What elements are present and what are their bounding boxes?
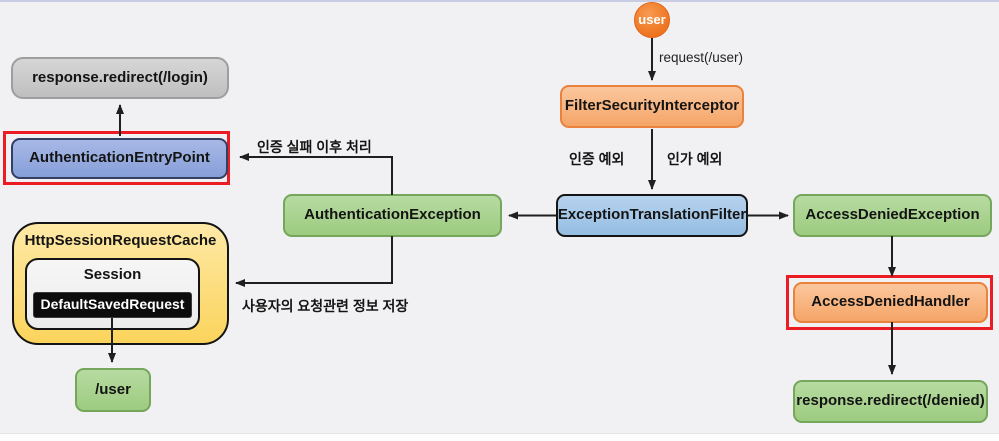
node-access-denied-handler: AccessDeniedHandler [793,282,988,323]
user-actor-circle: user [634,2,670,38]
node-access-denied-exception: AccessDeniedException [793,194,992,237]
edge-label-request-user: request(/user) [659,50,744,65]
top-border-line [0,0,999,2]
arrow-authexc-to-entry-point [239,153,393,195]
bottom-border-strip [0,433,999,441]
node-authentication-exception: AuthenticationException [283,194,502,237]
node-exception-translation-filter: ExceptionTranslationFilter [556,194,748,237]
node-response-redirect-denied: response.redirect(/denied) [793,380,988,423]
edge-label-auth-fail-handling: 인증 실패 이후 처리 [257,139,372,155]
edge-label-authz-exception: 인가 예외 [667,151,723,167]
node-user-endpoint: /user [75,368,151,412]
session-label: Session [83,266,142,283]
edge-label-save-request-info: 사용자의 요청관련 정보 저장 [242,298,409,314]
node-filter-security-interceptor: FilterSecurityInterceptor [560,85,744,128]
node-response-redirect-login: response.redirect(/login) [11,57,229,99]
node-authentication-entry-point: AuthenticationEntryPoint [11,138,228,179]
http-session-request-cache-label: HttpSessionRequestCache [24,232,217,249]
node-default-saved-request: DefaultSavedRequest [33,292,192,318]
arrow-authexc-to-request-cache [235,236,393,287]
edge-label-auth-exception: 인증 예외 [569,151,625,167]
red-highlight-authentication-entry-point [3,131,230,185]
